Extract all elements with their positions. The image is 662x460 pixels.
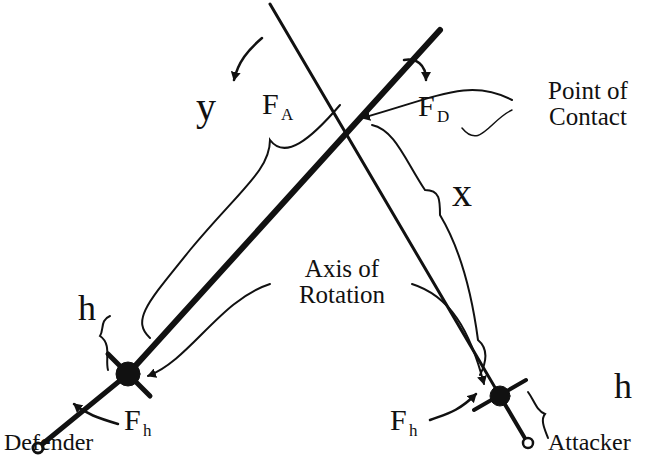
defender-blade: [128, 30, 440, 374]
dimension-letter: x: [452, 172, 472, 214]
force-arrow-hand-left: [74, 404, 118, 424]
force-subscript: D: [437, 108, 449, 126]
callout-text: Axis of Rotation: [272, 256, 412, 309]
callout-text: Point of Contact: [518, 78, 658, 131]
attacker-pivot: [490, 386, 510, 406]
brace-h-left: [100, 316, 110, 370]
force-symbol: F: [418, 90, 435, 122]
force-arrow-defender: [404, 60, 426, 80]
brace-h-right: [528, 392, 548, 438]
person-label: Attacker: [548, 430, 631, 455]
force-arrow-attacker: [234, 38, 262, 80]
dimension-letter: h: [78, 290, 96, 328]
force-arrow-hand-right: [430, 394, 476, 420]
force-subscript: h: [409, 422, 418, 440]
leader-axis-left: [148, 284, 270, 376]
force-subscript: A: [281, 106, 293, 124]
force-symbol: F: [124, 404, 141, 436]
leader-tail: [462, 110, 512, 136]
force-symbol: F: [390, 404, 407, 436]
dimension-letter: y: [196, 86, 216, 128]
dimension-letter: h: [614, 368, 632, 406]
attacker-pommel: [523, 438, 533, 448]
force-subscript: h: [143, 422, 152, 440]
attacker-blade: [270, 4, 500, 396]
attacker-crossguard: [474, 380, 526, 410]
defender-crossguard: [108, 354, 150, 396]
leader-axis-right: [412, 284, 484, 384]
defender-pivot: [116, 362, 140, 386]
person-label: Defender: [4, 430, 93, 455]
force-symbol: F: [262, 88, 279, 120]
